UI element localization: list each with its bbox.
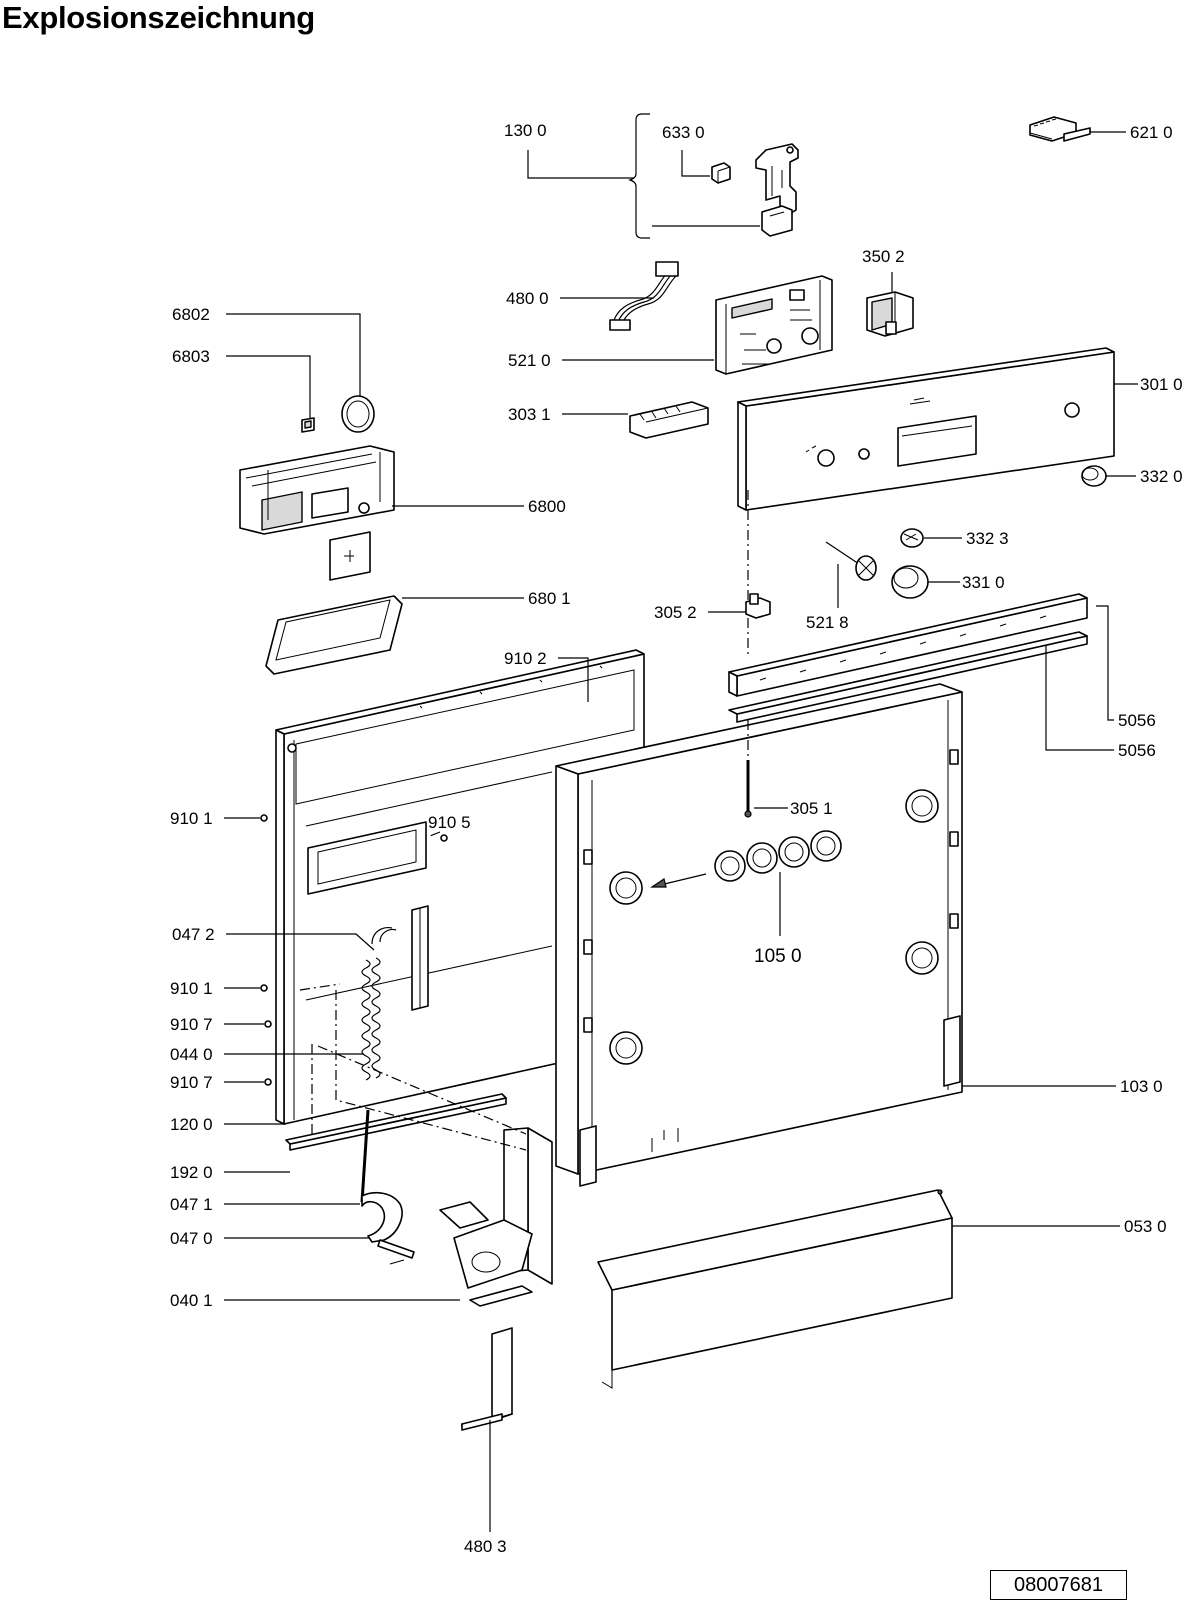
label-6210: 621 0 [1130, 123, 1173, 142]
part-3010-control-panel-icon [737, 347, 1115, 511]
label-9102: 910 2 [504, 649, 547, 668]
part-0530-kick-plate-icon [597, 1189, 953, 1389]
label-3010: 301 0 [1140, 375, 1183, 394]
part-6210-connector-icon [1029, 116, 1091, 142]
label-4800: 480 0 [506, 289, 549, 308]
part-3052-bracket-icon [745, 593, 771, 619]
part-3310-knob-icon [891, 565, 929, 599]
part-1920-rail-icon [285, 1093, 507, 1151]
label-0530: 053 0 [1124, 1217, 1167, 1236]
label-0401: 040 1 [170, 1291, 213, 1310]
label-6800: 6800 [528, 497, 566, 516]
label-1920: 192 0 [170, 1163, 213, 1182]
part-3320-knob-icon [1081, 465, 1107, 487]
label-9107-lower: 910 7 [170, 1073, 213, 1092]
leader-lines [224, 113, 1138, 1532]
part-6802-seal-ring-icon [341, 395, 375, 433]
part-1030-outer-door-panel-icon [555, 683, 963, 1187]
part-0471-hinge-rod-icon [360, 1109, 370, 1203]
part-0440-spring-icon [361, 927, 397, 1081]
label-6330: 633 0 [662, 123, 705, 142]
label-3052: 305 2 [654, 603, 697, 622]
part-6803-clip-icon [301, 417, 315, 433]
label-0440: 044 0 [170, 1045, 213, 1064]
label-0472: 047 2 [172, 925, 215, 944]
document-number: 08007681 [1014, 1574, 1103, 1596]
document-number-box: 08007681 [990, 1570, 1127, 1600]
part-0470-hinge-lever-icon [361, 1191, 415, 1265]
part-1300-door-latch-icon [755, 143, 799, 237]
label-3323: 332 3 [966, 529, 1009, 548]
part-3051-rod-icon [744, 760, 752, 818]
label-3310: 331 0 [962, 573, 1005, 592]
label-1050: 105 0 [754, 946, 802, 967]
label-1030: 103 0 [1120, 1077, 1163, 1096]
label-9107-upper: 910 7 [170, 1015, 213, 1034]
label-5056-upper: 5056 [1118, 711, 1156, 730]
part-3502-module-icon [866, 291, 914, 337]
part-labels: 130 0 633 0 621 0 350 2 480 0 521 0 301 … [170, 121, 1183, 1556]
part-0401-hinge-bracket-icon [439, 1127, 553, 1307]
label-5056-lower: 5056 [1118, 741, 1156, 760]
label-1200: 120 0 [170, 1115, 213, 1134]
label-4803: 480 3 [464, 1537, 507, 1556]
label-1300: 130 0 [504, 121, 547, 140]
part-6801-gasket-icon [265, 595, 403, 675]
part-5210-control-board-icon [715, 275, 833, 375]
part-6800-dispenser-icon [239, 445, 395, 581]
part-5218-selector-switch-icon [825, 541, 877, 581]
part-3031-connector-block-icon [629, 401, 709, 439]
label-3031: 303 1 [508, 405, 551, 424]
part-6330-clip-icon [711, 162, 731, 184]
label-9101-upper: 910 1 [170, 809, 213, 828]
label-6802: 6802 [172, 305, 210, 324]
label-6803: 6803 [172, 347, 210, 366]
part-4800-wiring-harness-icon [609, 261, 679, 331]
label-5210: 521 0 [508, 351, 551, 370]
label-5218: 521 8 [806, 613, 849, 632]
label-9101-lower: 910 1 [170, 979, 213, 998]
part-9105-dispenser-window-icon [307, 821, 448, 895]
label-6801: 680 1 [528, 589, 571, 608]
page-title: Explosionszeichnung [2, 0, 315, 35]
label-9105: 910 5 [428, 813, 471, 832]
part-5056-profile-rails-icon [728, 593, 1088, 723]
part-4803-l-bracket-icon [461, 1327, 513, 1431]
label-0471: 047 1 [170, 1195, 213, 1214]
assembly-dashed-lines [299, 490, 749, 1151]
label-0470: 047 0 [170, 1229, 213, 1248]
label-3051: 305 1 [790, 799, 833, 818]
label-3502: 350 2 [862, 247, 905, 266]
part-3323-small-knob-icon [900, 528, 924, 548]
part-inner-door-rib-icon [411, 905, 429, 1011]
label-3320: 332 0 [1140, 467, 1183, 486]
